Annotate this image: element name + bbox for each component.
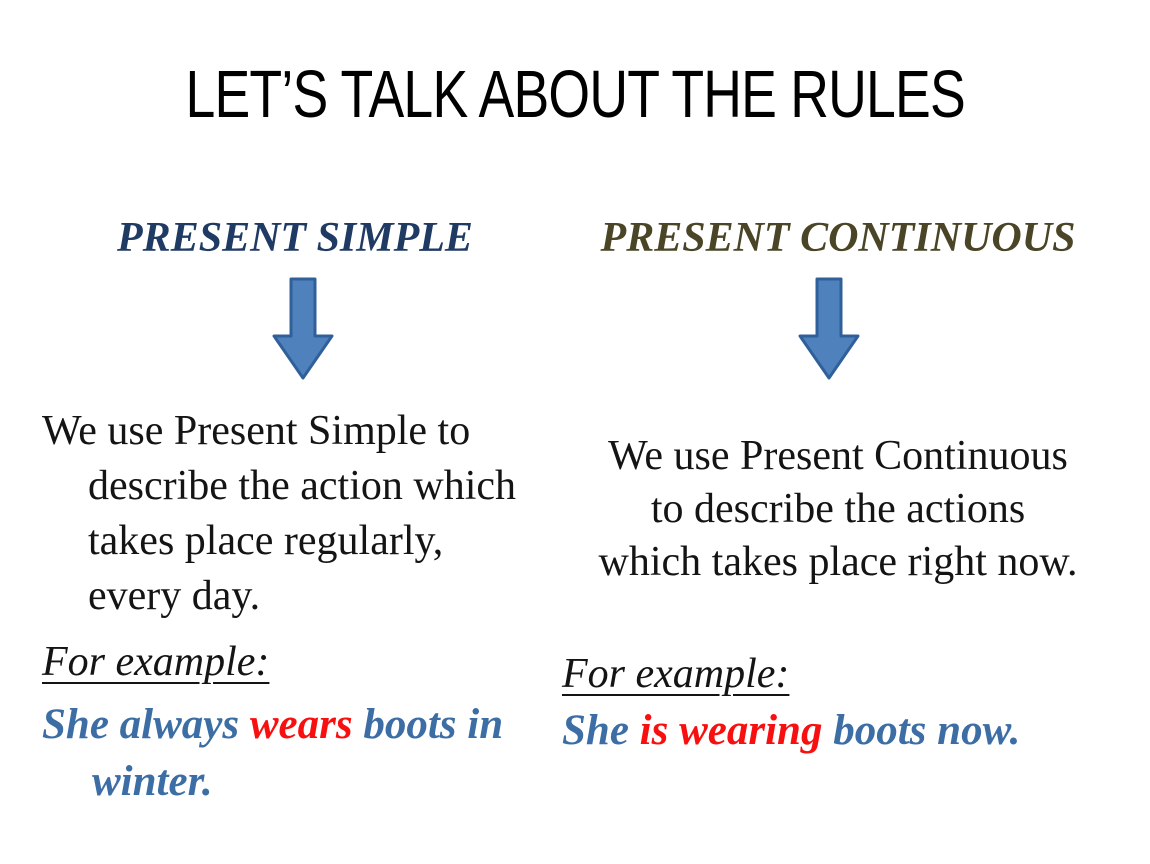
- present-continuous-heading: PRESENT CONTINUOUS: [600, 215, 1076, 261]
- description-line: We use Present Continuous: [608, 433, 1068, 479]
- present-simple-example: She always wears boots in winter.: [42, 696, 582, 810]
- present-continuous-description: We use Present Continuous to describe th…: [552, 430, 1124, 589]
- slide-title-text: LET’S TALK ABOUT THE RULES: [185, 57, 965, 132]
- example-text-blue: She always: [42, 701, 250, 748]
- for-example-label: For example:: [562, 651, 790, 697]
- example-verb-red: is wearing: [639, 707, 823, 754]
- present-simple-heading: PRESENT SIMPLE: [117, 215, 473, 261]
- example-text-blue: boots now.: [822, 707, 1021, 754]
- present-simple-description: We use Present Simple to describe the ac…: [42, 404, 567, 624]
- description-line: We use Present Simple to: [42, 408, 471, 454]
- description-line: which takes place right now.: [598, 539, 1078, 585]
- description-line: describe the action which: [88, 463, 516, 509]
- description-line: takes place regularly,: [88, 518, 444, 564]
- example-line: She always wears boots in: [42, 696, 582, 753]
- description-line: to describe the actions: [650, 486, 1026, 532]
- present-continuous-example: She is wearing boots now.: [562, 702, 1132, 759]
- for-example-label: For example:: [42, 639, 270, 685]
- down-arrow-shape: [798, 277, 860, 380]
- down-arrow-shape: [272, 277, 334, 380]
- example-line: winter.: [42, 753, 582, 810]
- example-verb-red: wears: [249, 701, 353, 748]
- description-line: every day.: [88, 573, 261, 619]
- down-arrow-icon: [798, 277, 860, 380]
- example-text-blue: She: [562, 707, 640, 754]
- down-arrow-icon: [272, 277, 334, 380]
- example-text-blue: winter.: [92, 758, 213, 805]
- slide-title: LET’S TALK ABOUT THE RULES: [0, 56, 1150, 133]
- example-text-blue: boots in: [352, 701, 504, 748]
